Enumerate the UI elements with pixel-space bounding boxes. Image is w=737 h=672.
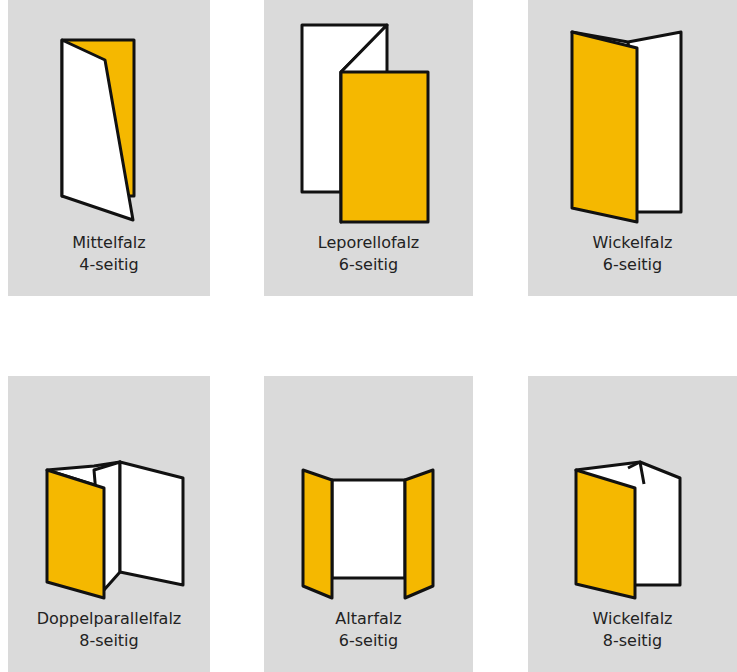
fold-panel: Doppelparallelfalz8-seitig <box>8 376 210 672</box>
page-count: 8-seitig <box>528 630 737 652</box>
fold-caption: Altarfalz6-seitig <box>264 608 473 652</box>
fold-name: Doppelparallelfalz <box>8 608 210 630</box>
leporellofalz-figure <box>302 25 428 222</box>
page-count: 6-seitig <box>264 254 473 276</box>
fold-name: Leporellofalz <box>264 232 473 254</box>
fold-caption: Doppelparallelfalz8-seitig <box>8 608 210 652</box>
fold-name: Wickelfalz <box>528 608 737 630</box>
fold-name: Mittelfalz <box>8 232 210 254</box>
fold-panel: Altarfalz6-seitig <box>264 376 473 672</box>
fold-caption: Leporellofalz6-seitig <box>264 232 473 276</box>
fold-caption: Wickelfalz6-seitig <box>528 232 737 276</box>
page-count: 6-seitig <box>528 254 737 276</box>
page-count: 8-seitig <box>8 630 210 652</box>
page-count: 4-seitig <box>8 254 210 276</box>
altarfalz-figure <box>303 470 433 598</box>
fold-name: Altarfalz <box>264 608 473 630</box>
mittelfalz-figure <box>62 40 134 220</box>
wickelfalz-8-figure <box>576 462 680 598</box>
wickelfalz-6-figure <box>572 32 681 222</box>
page-count: 6-seitig <box>264 630 473 652</box>
fold-panel: Wickelfalz6-seitig <box>528 0 737 296</box>
fold-caption: Mittelfalz4-seitig <box>8 232 210 276</box>
fold-name: Wickelfalz <box>528 232 737 254</box>
fold-panel: Wickelfalz8-seitig <box>528 376 737 672</box>
fold-panel: Mittelfalz4-seitig <box>8 0 210 296</box>
doppelparallelfalz-figure <box>47 462 183 598</box>
fold-caption: Wickelfalz8-seitig <box>528 608 737 652</box>
fold-panel: Leporellofalz6-seitig <box>264 0 473 296</box>
